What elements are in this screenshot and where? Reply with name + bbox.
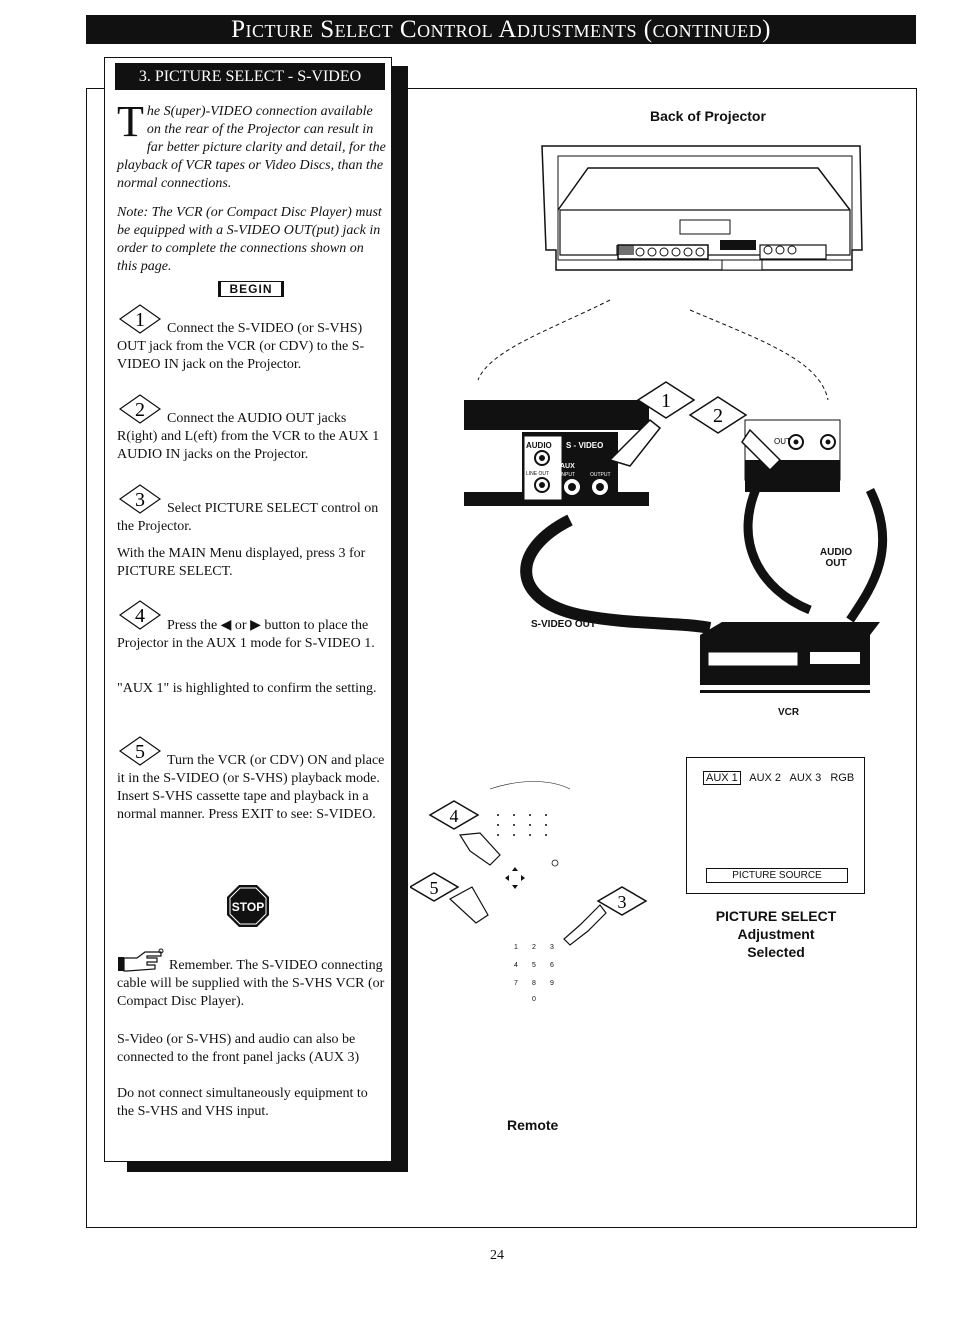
page-number: 24 [490, 1248, 504, 1263]
power-icon [551, 859, 559, 867]
panel-shadow-right [392, 66, 408, 1172]
audio-cable-left [743, 477, 812, 615]
remote-dpad-icon [505, 867, 525, 889]
step-4-text: Press the ◀ or ▶ button to place the Pro… [117, 618, 375, 651]
svg-text:8: 8 [532, 980, 536, 987]
diagram-step-1-number: 1 [661, 390, 671, 412]
remote-keypad: 1 2 3 4 5 6 7 8 9 0 [514, 944, 554, 1003]
step-1-text: Connect the S-VIDEO (or S-VHS) OUT jack … [117, 321, 365, 372]
hand-icon-4 [448, 886, 489, 924]
step-4-number: 4 [135, 605, 145, 627]
svg-text:5: 5 [532, 962, 536, 969]
vcr-out-label: OUT [774, 437, 791, 446]
menu-item-aux1: AUX 1 [703, 771, 741, 785]
menu-caption-line3: Selected [747, 944, 805, 960]
remote-buttons-top [497, 814, 547, 836]
panel-output-label: OUTPUT [590, 472, 611, 478]
svg-text:9: 9 [550, 980, 554, 987]
vcr-label: VCR [778, 707, 800, 718]
hand-icon-2 [741, 428, 782, 472]
menu-picture-source-label: PICTURE SOURCE [706, 868, 848, 883]
hand-icon [608, 418, 662, 467]
audio-jack-icon-2 [534, 477, 550, 493]
step-3-number: 3 [135, 489, 145, 511]
panel-input-label: INPUT [560, 472, 575, 478]
remember-text: Remember. The S-VIDEO connecting cable w… [117, 958, 385, 1009]
audio-jack-icon [534, 450, 550, 466]
diagram-step-3-number: 3 [618, 892, 627, 912]
svideo-out-label: S-VIDEO OUT [531, 619, 597, 630]
step-2-arrow-icon: 2 [688, 396, 748, 434]
step-3-icon: 3 [118, 484, 162, 514]
note-text: Note: The VCR (or Compact Disc Player) m… [117, 205, 382, 274]
front-panel-note: S-Video (or S-VHS) and audio can also be… [117, 1032, 360, 1065]
menu-item-aux3: AUX 3 [789, 772, 822, 784]
svideo-cable [520, 514, 712, 634]
page-title: Picture Select Control Adjustments (cont… [86, 15, 916, 44]
section-title: 3. PICTURE SELECT - S-VIDEO [115, 63, 385, 90]
svg-text:3: 3 [550, 944, 554, 951]
panel-svideo-label: S - VIDEO [566, 441, 603, 450]
diagram-step-2-number: 2 [713, 405, 723, 427]
connection-diagram: AUDIO S - VIDEO AUX LINE OUT INPUT OUTPU… [464, 145, 888, 693]
step-5-text: Turn the VCR (or CDV) ON and place it in… [117, 753, 385, 822]
step-5-icon: 5 [118, 736, 162, 766]
svg-text:1: 1 [514, 944, 518, 951]
svideo-jack-icon [562, 477, 582, 497]
out-jack-icon [788, 434, 804, 450]
warning-text: Do not connect simultaneously equipment … [117, 1086, 368, 1119]
step-5-number: 5 [135, 741, 145, 763]
begin-label: BEGIN [218, 281, 284, 297]
menu-source-options: AUX 1 AUX 2 AUX 3 RGB [703, 771, 860, 785]
panel-aux-label: AUX [560, 463, 575, 470]
step-4-extra: "AUX 1" is highlighted to confirm the se… [117, 681, 377, 696]
audio-cable-right [846, 487, 888, 623]
pointing-hand-icon [118, 948, 164, 972]
step-4-arrow-icon: 4 [428, 800, 480, 830]
menu-caption-line1: PICTURE SELECT [715, 908, 837, 924]
stop-label: STOP [232, 900, 264, 914]
remote-illustration: 1 2 3 4 5 6 7 8 9 0 4 5 3 [410, 781, 648, 1003]
hand-icon-3 [458, 832, 501, 866]
audio-out-label: AUDIO OUT [819, 547, 853, 569]
menu-item-rgb: RGB [830, 772, 855, 784]
remote-label: Remote [507, 1117, 559, 1133]
step-5-arrow-icon: 5 [410, 872, 460, 902]
svg-text:0: 0 [532, 996, 536, 1003]
step-3-extra: With the MAIN Menu displayed, press 3 fo… [117, 546, 366, 579]
menu-item-aux2: AUX 2 [749, 772, 782, 784]
step-1-number: 1 [135, 309, 145, 331]
step-2-text: Connect the AUDIO OUT jacks R(ight) and … [117, 411, 380, 462]
out-jack-icon-2 [820, 434, 836, 450]
panel-line-out-label: LINE OUT [526, 471, 549, 477]
step-4-icon: 4 [118, 600, 162, 630]
panel-audio-label: AUDIO [526, 441, 552, 450]
intro-text: he S(uper)-VIDEO connection available on… [117, 104, 386, 191]
step-1-arrow-icon: 1 [636, 381, 696, 419]
hand-icon-5 [563, 904, 607, 946]
step-2-icon: 2 [118, 394, 162, 424]
projector-rear-illustration [541, 145, 863, 271]
diagram-step-5-number: 5 [430, 878, 439, 898]
menu-caption-line2: Adjustment [737, 926, 815, 942]
step-1-icon: 1 [118, 304, 162, 334]
menu-caption: PICTURE SELECT Adjustment Selected [686, 907, 866, 961]
svg-text:4: 4 [514, 962, 518, 969]
step-2-number: 2 [135, 399, 145, 421]
svideo-jack-icon-2 [590, 477, 610, 497]
svg-text:7: 7 [514, 980, 518, 987]
panel-shadow-bottom [127, 1162, 408, 1172]
svg-text:2: 2 [532, 944, 536, 951]
step-3-text: Select PICTURE SELECT control on the Pro… [117, 501, 379, 534]
svg-text:6: 6 [550, 962, 554, 969]
back-of-projector-label: Back of Projector [650, 108, 766, 124]
diagram-step-4-number: 4 [450, 806, 459, 826]
vcr-illustration [700, 622, 880, 693]
drop-cap: T [117, 97, 144, 146]
picture-select-menu-screen: AUX 1 AUX 2 AUX 3 RGB PICTURE SOURCE [686, 757, 865, 894]
stop-sign-icon: STOP [227, 885, 269, 927]
step-3-arrow-icon: 3 [596, 886, 648, 916]
content-frame [86, 88, 917, 1228]
